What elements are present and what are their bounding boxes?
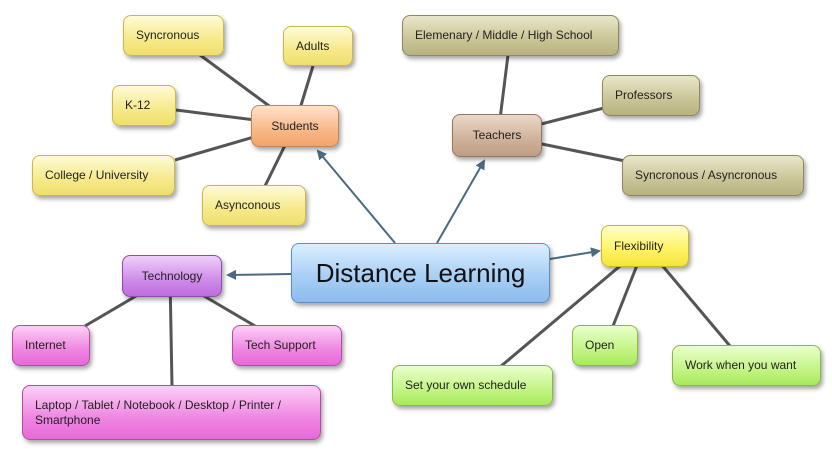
node-students-label: Students — [271, 118, 319, 133]
node-college-university[interactable]: College / University — [32, 155, 175, 196]
node-asynconous[interactable]: Asynconous — [202, 185, 306, 226]
node-flexibility-label: Flexibility — [614, 238, 664, 253]
node-syncronous-asyncronous[interactable]: Syncronous / Asyncronous — [622, 155, 804, 196]
node-syncronous-label: Syncronous — [136, 28, 200, 42]
node-set-your-own-schedule[interactable]: Set your own schedule — [392, 365, 553, 406]
node-syncronous-asyncronous-label: Syncronous / Asyncronous — [635, 168, 778, 182]
node-flexibility[interactable]: Flexibility — [601, 225, 689, 267]
node-work-when-you-want[interactable]: Work when you want — [672, 345, 821, 386]
node-k12-label: K-12 — [125, 98, 151, 112]
node-syncronous[interactable]: Syncronous — [123, 15, 224, 56]
arrow-to-students — [316, 149, 396, 244]
node-tech-support-label: Tech Support — [245, 338, 316, 352]
node-adults[interactable]: Adults — [283, 26, 353, 66]
node-professors-label: Professors — [615, 88, 673, 102]
node-elementary-middle-high[interactable]: Elemenary / Middle / High School — [402, 15, 619, 56]
node-professors[interactable]: Professors — [602, 75, 700, 116]
node-open-label: Open — [585, 338, 615, 352]
arrow-to-flexibility — [549, 247, 601, 260]
node-teachers[interactable]: Teachers — [452, 114, 542, 157]
arrow-to-teachers — [436, 159, 485, 244]
node-devices-label: Laptop / Tablet / Notebook / Desktop / P… — [35, 397, 281, 427]
node-set-your-own-schedule-label: Set your own schedule — [405, 378, 527, 392]
node-teachers-label: Teachers — [472, 128, 522, 142]
node-tech-support[interactable]: Tech Support — [232, 325, 342, 366]
arrow-to-technology — [226, 269, 292, 280]
node-technology-label: Technology — [141, 268, 203, 283]
node-distance-learning[interactable]: Distance Learning — [291, 243, 550, 303]
node-technology[interactable]: Technology — [122, 255, 222, 297]
node-internet-label: Internet — [25, 338, 66, 352]
node-k12[interactable]: K-12 — [112, 85, 176, 126]
node-work-when-you-want-label: Work when you want — [685, 358, 797, 372]
node-elementary-middle-high-label: Elemenary / Middle / High School — [415, 28, 593, 42]
node-adults-label: Adults — [296, 38, 330, 53]
node-college-university-label: College / University — [45, 168, 149, 182]
node-asynconous-label: Asynconous — [215, 198, 281, 212]
node-devices[interactable]: Laptop / Tablet / Notebook / Desktop / P… — [22, 385, 321, 440]
node-students[interactable]: Students — [251, 105, 339, 147]
node-open[interactable]: Open — [572, 325, 638, 366]
node-distance-learning-label: Distance Learning — [315, 257, 526, 288]
node-internet[interactable]: Internet — [12, 325, 90, 366]
